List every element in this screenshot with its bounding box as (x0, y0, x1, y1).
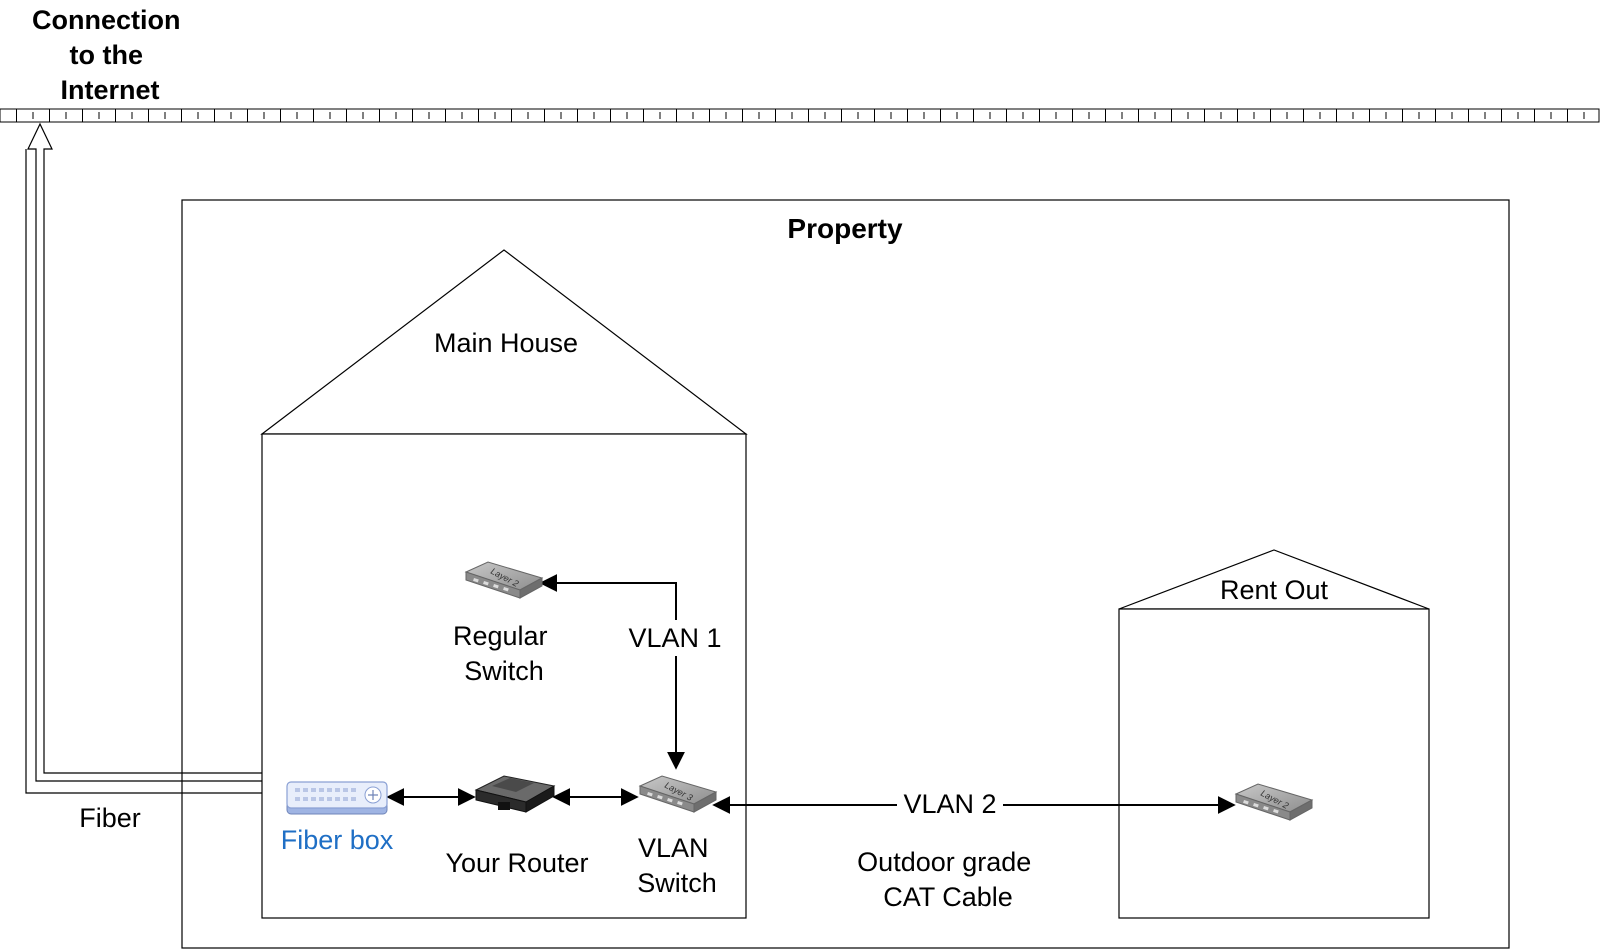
router-icon[interactable] (474, 775, 556, 813)
vlan2-label: VLAN 2 (903, 789, 996, 819)
rent-out-house (1118, 549, 1430, 919)
internet-label-line: to the (69, 40, 143, 70)
vlan1-label-bg (621, 620, 731, 656)
outdoor-cable-label-line: Outdoor grade (857, 847, 1031, 877)
vlan-switch-label-line: Switch (637, 868, 717, 898)
network-switch-icon[interactable]: Layer 2 (464, 561, 544, 599)
network-switch-icon[interactable]: Layer 3 (638, 775, 718, 813)
fiber-connection-arrow (27, 122, 290, 789)
network-switch-icon[interactable]: Layer 2 (1234, 783, 1314, 821)
vlan1-link (539, 574, 685, 770)
regular-switch-label: Regular Switch (453, 621, 555, 686)
regular-switch-label-line: Regular (453, 621, 548, 651)
vlan1-label: VLAN 1 (628, 623, 721, 653)
rent-out-label: Rent Out (1220, 575, 1329, 605)
fiber-label: Fiber (79, 803, 141, 833)
outdoor-cable-label: Outdoor grade CAT Cable (857, 847, 1039, 912)
main-house-label: Main House (434, 328, 578, 358)
internet-connection-bar (0, 108, 1600, 123)
internet-label: Connection to the Internet (32, 5, 188, 105)
property-boundary (181, 199, 1510, 949)
vlan-switch-label: VLAN Switch (637, 833, 717, 898)
property-label: Property (787, 213, 903, 244)
regular-switch-label-line: Switch (464, 656, 544, 686)
fiber-double-line (25, 149, 271, 794)
vlan-switch-label-line: VLAN (638, 833, 709, 863)
vlan2-label-bg (897, 787, 1003, 823)
fiber-box-label: Fiber box (281, 825, 394, 855)
internet-label-line: Internet (60, 75, 159, 105)
fiber-box-icon[interactable] (286, 781, 388, 815)
outdoor-cable-label-line: CAT Cable (883, 882, 1013, 912)
router-label: Your Router (445, 848, 588, 878)
internet-label-line: Connection (32, 5, 181, 35)
